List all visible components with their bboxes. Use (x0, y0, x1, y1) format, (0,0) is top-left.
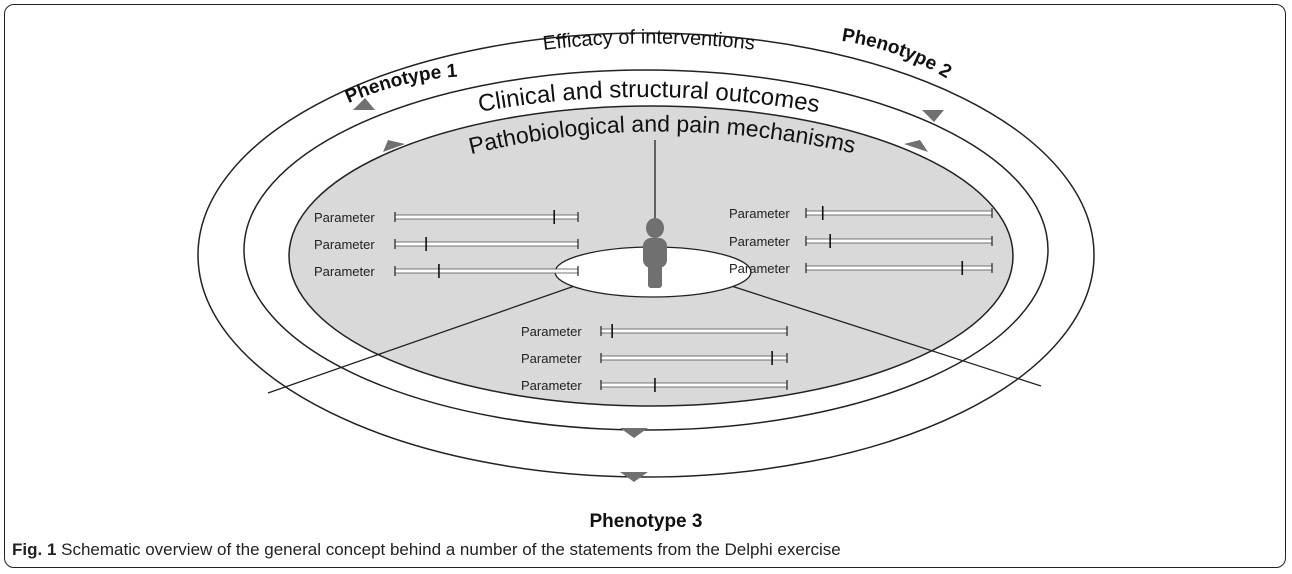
parameter-row: Parameter (521, 351, 788, 366)
parameter-scale-bar (394, 241, 579, 247)
parameter-scale-bar (394, 214, 579, 220)
parameter-label: Parameter (521, 351, 582, 366)
parameter-row: Parameter (729, 261, 993, 276)
parameter-scale-bar (805, 265, 993, 271)
parameter-label: Parameter (729, 206, 790, 221)
parameter-row: Parameter (729, 234, 993, 249)
triangle-marker (904, 140, 928, 152)
parameter-label: Parameter (729, 234, 790, 249)
sector-line-right (718, 281, 1042, 387)
parameter-label: Parameter (314, 264, 375, 279)
triangle-marker (620, 428, 648, 438)
triangle-marker (922, 110, 944, 122)
parameter-scale-bar (600, 382, 788, 388)
parameter-scale-bar (805, 210, 993, 216)
caption-label: Fig. 1 (12, 540, 57, 559)
triangle-marker (353, 98, 375, 110)
parameter-row: Parameter (521, 324, 788, 339)
parameter-label: Parameter (314, 237, 375, 252)
phenotype-3-label: Phenotype 3 (590, 511, 703, 532)
figure-caption: Fig. 1 Schematic overview of the general… (12, 540, 841, 560)
parameter-label: Parameter (729, 261, 790, 276)
parameter-scale-bar (600, 355, 788, 361)
parameter-row: Parameter (314, 210, 579, 225)
triangle-markers (353, 98, 944, 482)
parameter-groups: ParameterParameterParameterParameterPara… (314, 206, 993, 393)
triangle-marker (383, 140, 405, 152)
parameter-scale-bar (394, 268, 579, 274)
parameter-row: Parameter (521, 378, 788, 393)
parameter-label: Parameter (521, 324, 582, 339)
caption-text: Schematic overview of the general concep… (56, 540, 841, 559)
parameter-label: Parameter (314, 210, 375, 225)
parameter-row: Parameter (729, 206, 993, 221)
triangle-marker (620, 472, 648, 482)
sector-line-left (267, 281, 587, 394)
parameter-row: Parameter (314, 237, 579, 252)
figure-frame (4, 4, 1286, 568)
parameter-scale-bar (600, 328, 788, 334)
parameter-row: Parameter (314, 264, 579, 279)
parameter-label: Parameter (521, 378, 582, 393)
parameter-scale-bar (805, 238, 993, 244)
person-icon (643, 218, 667, 288)
